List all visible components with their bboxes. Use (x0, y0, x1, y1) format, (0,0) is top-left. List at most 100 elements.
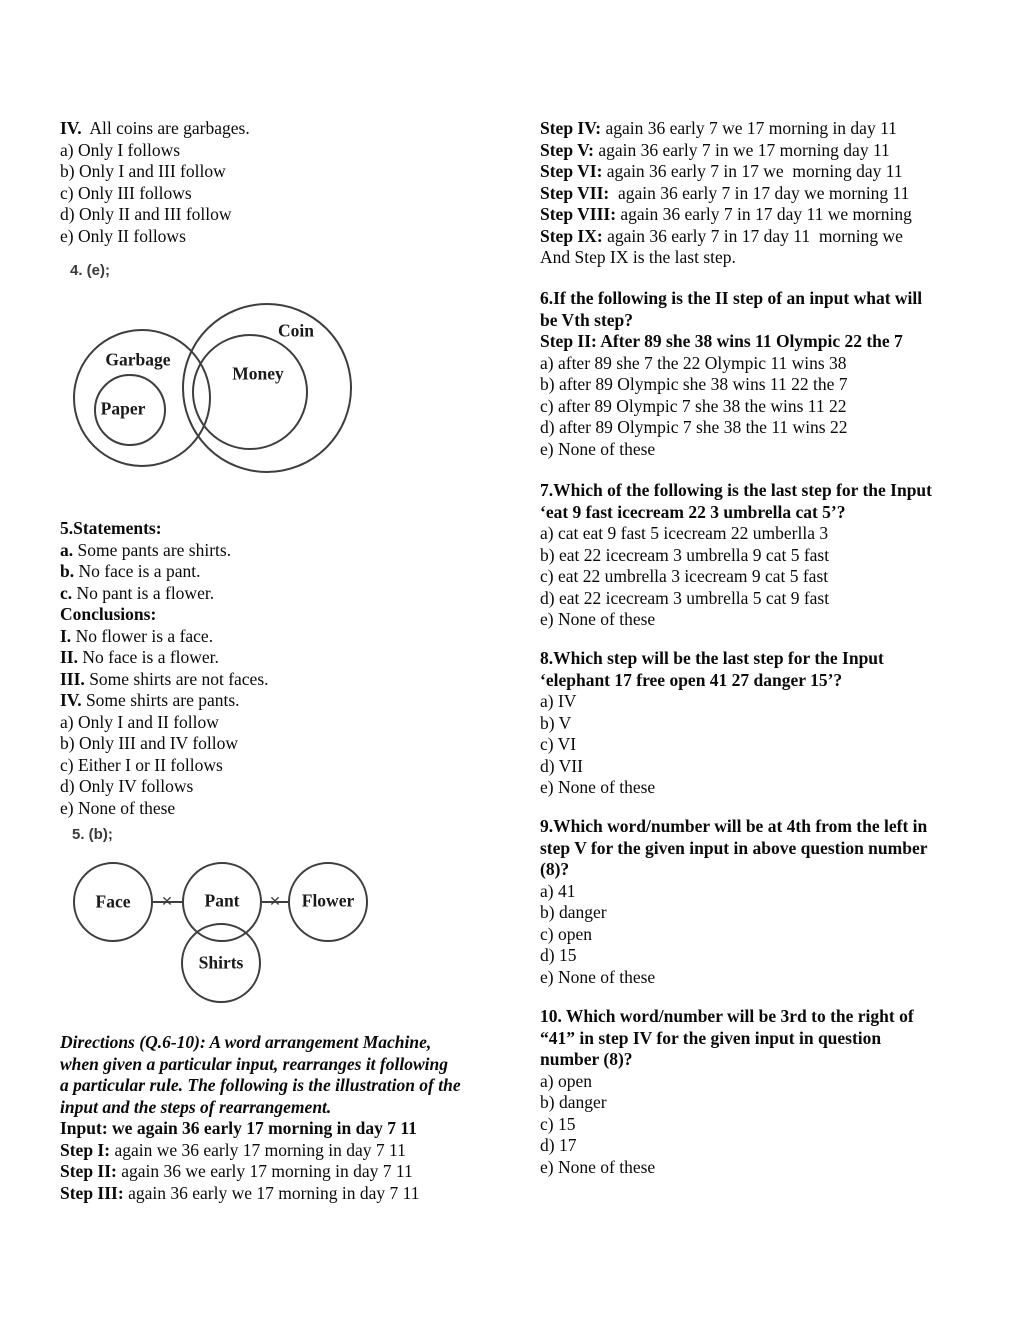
option-line: b) danger (540, 1092, 607, 1112)
step-label: Step VIII: (540, 204, 617, 224)
option-line: d) eat 22 icecream 3 umbrella 5 cat 9 fa… (540, 587, 830, 608)
step-text: again 36 early 7 in 17 we morning day 11 (602, 161, 903, 181)
conclusion-label: IV. (60, 690, 82, 710)
option-line: d) Only II and III follow (60, 204, 232, 224)
question-7-block: 7.Which of the following is the last ste… (540, 480, 932, 631)
question-stem-line: step V for the given input in above ques… (540, 837, 928, 858)
conclusion-text: Some shirts are pants. (81, 690, 240, 710)
shirts-label: Shirts (198, 952, 244, 973)
input-label: Input: (60, 1118, 108, 1138)
question-10-block: 10. Which word/number will be 3rd to the… (540, 1006, 914, 1178)
step-line: Step IV: again 36 early 7 we 17 morning … (540, 118, 912, 140)
step-line: Step VI: again 36 early 7 in 17 we morni… (540, 161, 912, 183)
step-label: Step VII: (540, 182, 610, 203)
step-text: again we 36 early 17 morning in day 7 11 (110, 1139, 406, 1160)
no-overlap-cross-icon: ✕ (269, 894, 281, 910)
question-stem-line: 6.If the following is the II step of an … (540, 288, 923, 308)
answer-5-text: 5. (b); (72, 826, 113, 843)
option-line: e) None of these (540, 438, 656, 459)
question-stem-line: 9.Which word/number will be at 4th from … (540, 816, 928, 836)
option-line: e) None of these (540, 966, 656, 987)
option-line: a) 41 (540, 880, 576, 901)
right-column: Step IV: again 36 early 7 we 17 morning … (540, 0, 990, 1320)
option-line: b) eat 22 icecream 3 umbrella 9 cat 5 fa… (540, 544, 830, 565)
conclusion-IV-text: All coins are garbages. (81, 118, 250, 138)
statement-text: Some pants are shirts. (73, 539, 232, 560)
question-stem-line: 10. Which word/number will be 3rd to the… (540, 1006, 914, 1026)
option-line: d) VII (540, 755, 583, 776)
question-stem-line: “41” in step IV for the given input in q… (540, 1027, 882, 1048)
flower-label: Flower (301, 890, 355, 911)
directions-block: Directions (Q.6-10): A word arrangement … (60, 1032, 461, 1204)
conclusion-line: III. Some shirts are not faces. (60, 669, 269, 691)
step-text: again 36 early 7 in we 17 morning day 11 (593, 139, 890, 160)
option-line: c) 15 (540, 1113, 576, 1134)
input-text: we again 36 early 17 morning in day 7 11 (107, 1118, 417, 1138)
conclusion-text: Some shirts are not faces. (84, 668, 269, 689)
venn-diagram-coins: Garbage Coin Money Paper (60, 292, 400, 492)
option-line: d) after 89 Olympic 7 she 38 the 11 wins… (540, 417, 848, 437)
conclusion-label: II. (60, 647, 78, 667)
statement-line: c. No pant is a flower. (60, 583, 269, 605)
conclusion-text: No face is a flower. (78, 647, 219, 667)
input-line: Input: we again 36 early 17 morning in d… (60, 1118, 461, 1140)
option-line: c) VI (540, 734, 577, 754)
option-line: c) open (540, 923, 592, 944)
question-5-block: 5.Statements: a. Some pants are shirts. … (60, 518, 269, 819)
option-line: d) Only IV follows (60, 776, 194, 796)
statement-label: a. (60, 539, 74, 560)
option-line: c) after 89 Olympic 7 she 38 the wins 11… (540, 395, 847, 416)
question-9-block: 9.Which word/number will be at 4th from … (540, 816, 928, 988)
option-line: e) Only II follows (60, 225, 186, 246)
last-step-note: And Step IX is the last step. (540, 247, 736, 267)
option-line: a) IV (540, 691, 577, 711)
statement-text: No face is a pant. (74, 561, 201, 581)
statement-label: c. (60, 582, 73, 603)
money-circle (192, 334, 308, 450)
step-line: Step V: again 36 early 7 in we 17 mornin… (540, 140, 912, 162)
garbage-label: Garbage (105, 349, 171, 370)
conclusions-header: Conclusions: (60, 604, 157, 624)
step-label: Step VI: (540, 161, 603, 181)
step-label: Step I: (60, 1139, 111, 1160)
question-stem-line: 7.Which of the following is the last ste… (540, 480, 932, 500)
question-stem-line: be Vth step? (540, 309, 634, 330)
option-line: b) danger (540, 902, 607, 922)
option-line: e) None of these (540, 777, 656, 797)
flower-circle (288, 862, 368, 942)
question-8-block: 8.Which step will be the last step for t… (540, 648, 884, 799)
face-pant-connector (153, 901, 182, 903)
statement-label: b. (60, 561, 75, 581)
step-line: Step VII: again 36 early 7 in 17 day we … (540, 183, 912, 205)
step-line: Step II: again 36 we early 17 morning in… (60, 1161, 461, 1183)
conclusion-label: III. (60, 668, 85, 689)
directions-line: input and the steps of rearrangement. (60, 1096, 332, 1117)
option-line: a) cat eat 9 fast 5 icecream 22 umberlla… (540, 523, 829, 543)
statement-text: No pant is a flower. (72, 582, 215, 603)
step-label: Step III: (60, 1182, 124, 1203)
step-label: Step V: (540, 139, 594, 160)
option-line: b) Only III and IV follow (60, 733, 239, 753)
step-line: Step IX: again 36 early 7 in 17 day 11 m… (540, 226, 912, 248)
step-text: again 36 early 7 in 17 day 11 morning we (602, 225, 903, 246)
option-line: a) after 89 she 7 the 22 Olympic 11 wins… (540, 352, 847, 373)
option-line: e) None of these (540, 1156, 656, 1177)
money-label: Money (232, 363, 284, 384)
paper-circle (94, 374, 166, 446)
step-label: Step IX: (540, 225, 603, 246)
question-stem-line: number (8)? (540, 1049, 633, 1069)
option-line: e) None of these (60, 797, 176, 818)
directions-line: a particular rule. The following is the … (60, 1075, 461, 1095)
statement-line: a. Some pants are shirts. (60, 540, 269, 562)
face-circle (73, 862, 153, 942)
option-line: e) None of these (540, 609, 656, 629)
step-line: Step VIII: again 36 early 7 in 17 day 11… (540, 204, 912, 226)
option-line: a) Only I and II follow (60, 711, 219, 732)
option-line: c) Either I or II follows (60, 754, 223, 775)
coin-label: Coin (278, 320, 314, 341)
conclusion-IV-line: IV. All coins are garbages. (60, 118, 250, 140)
option-line: c) eat 22 umbrella 3 icecream 9 cat 5 fa… (540, 566, 829, 586)
answer-4-text: 4. (e); (70, 262, 111, 279)
step-label: Step IV: (540, 118, 602, 138)
